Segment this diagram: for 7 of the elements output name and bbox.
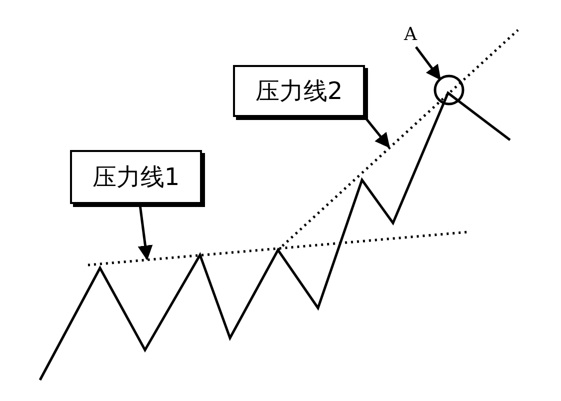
highlight-circle [434,74,464,106]
point-label: A [404,24,417,45]
leader-arrow [415,46,441,80]
label-box: 压力线1 [70,150,202,204]
leader-arrow [138,204,153,260]
resistance-line [88,230,468,266]
label-box: 压力线2 [233,65,365,117]
